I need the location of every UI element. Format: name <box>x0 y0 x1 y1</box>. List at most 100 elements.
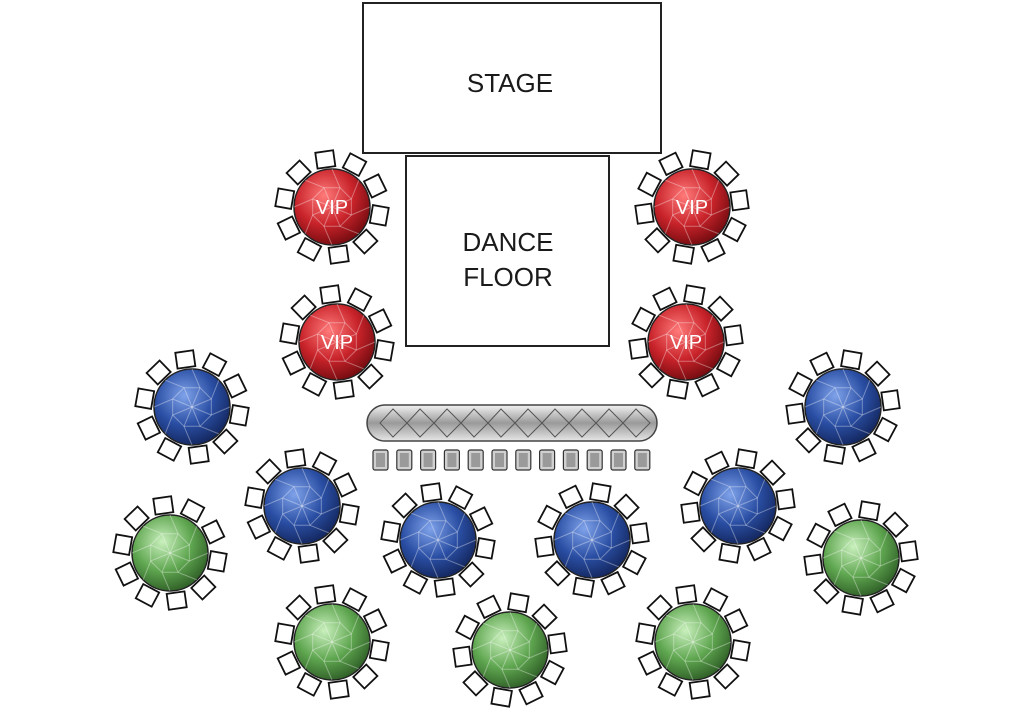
chair <box>179 498 206 524</box>
chair <box>658 151 684 177</box>
chair <box>841 594 864 616</box>
chair <box>447 485 474 511</box>
chair <box>285 594 312 621</box>
chair <box>319 284 342 305</box>
chair <box>721 216 747 243</box>
chair <box>689 149 712 171</box>
chair <box>704 450 730 476</box>
chair <box>190 574 217 601</box>
table-top <box>298 303 376 381</box>
chair <box>187 444 210 465</box>
chair <box>813 578 840 605</box>
chair <box>314 149 337 170</box>
chair <box>380 520 402 543</box>
chair <box>690 526 717 553</box>
green-table <box>452 592 568 708</box>
vip-table: VIP <box>628 284 744 400</box>
stage-label: STAGE <box>467 68 553 98</box>
chair <box>311 451 338 477</box>
gem-facets <box>654 603 732 681</box>
chair <box>476 594 502 620</box>
chair <box>357 363 384 390</box>
head-chair-seat <box>447 453 457 467</box>
chair <box>600 570 626 596</box>
chair <box>362 608 388 634</box>
vip-label: VIP <box>321 332 353 354</box>
chair <box>746 536 772 562</box>
table-top <box>654 603 732 681</box>
chair <box>114 561 140 587</box>
chair <box>156 436 183 462</box>
chair <box>723 324 744 347</box>
head-table <box>366 404 658 442</box>
chair <box>327 679 350 700</box>
chair <box>788 371 814 398</box>
chair <box>341 152 368 178</box>
chair <box>373 339 395 362</box>
chair <box>683 470 709 497</box>
chair <box>795 427 822 454</box>
chair <box>301 371 328 397</box>
chair <box>402 569 429 595</box>
gem-facets <box>471 611 549 689</box>
gem-facets <box>647 303 725 381</box>
chair <box>680 501 701 524</box>
table-top <box>293 168 371 246</box>
chair <box>864 360 891 387</box>
chair <box>285 159 312 186</box>
chair <box>274 187 296 210</box>
head-chair-seat <box>542 453 552 467</box>
chair <box>635 622 657 645</box>
chair <box>201 352 228 378</box>
gem-facets <box>553 501 631 579</box>
chair <box>368 639 390 662</box>
table-top <box>399 501 477 579</box>
chair <box>276 650 302 676</box>
chair <box>631 306 657 333</box>
table-top <box>647 303 725 381</box>
table-top <box>471 611 549 689</box>
head-table-facets <box>379 408 651 438</box>
green-table <box>635 584 751 700</box>
head-chair-seat <box>471 453 481 467</box>
blue-table <box>380 482 496 598</box>
chair <box>539 659 565 686</box>
chair <box>628 337 649 360</box>
chair <box>368 204 390 227</box>
chair <box>572 576 595 598</box>
chair <box>809 351 835 377</box>
chair <box>200 519 226 545</box>
chair <box>276 215 302 241</box>
chair <box>279 322 301 345</box>
table-top <box>822 519 900 597</box>
chair <box>869 588 895 614</box>
head-chair-seat <box>566 453 576 467</box>
chair <box>644 227 671 254</box>
chair <box>851 437 877 463</box>
green-table <box>274 584 390 700</box>
chair <box>136 415 162 441</box>
blue-table <box>244 448 360 564</box>
chair <box>352 228 379 255</box>
blue-table <box>534 482 650 598</box>
gem-facets <box>263 467 341 545</box>
head-chair-seat <box>590 453 600 467</box>
chair <box>652 286 678 312</box>
chair <box>455 614 481 641</box>
chair <box>713 160 740 187</box>
chair <box>547 632 568 655</box>
table-top <box>553 501 631 579</box>
chair <box>452 645 473 668</box>
chair <box>629 522 650 545</box>
chair <box>882 511 909 538</box>
dance-floor: DANCE FLOOR <box>405 155 610 347</box>
chair <box>646 594 673 621</box>
chair <box>827 502 853 528</box>
vip-label: VIP <box>676 197 708 219</box>
gem-facets <box>653 168 731 246</box>
chair <box>212 428 239 455</box>
chair <box>702 587 729 613</box>
chair <box>244 486 266 509</box>
vip-table: VIP <box>634 149 750 265</box>
